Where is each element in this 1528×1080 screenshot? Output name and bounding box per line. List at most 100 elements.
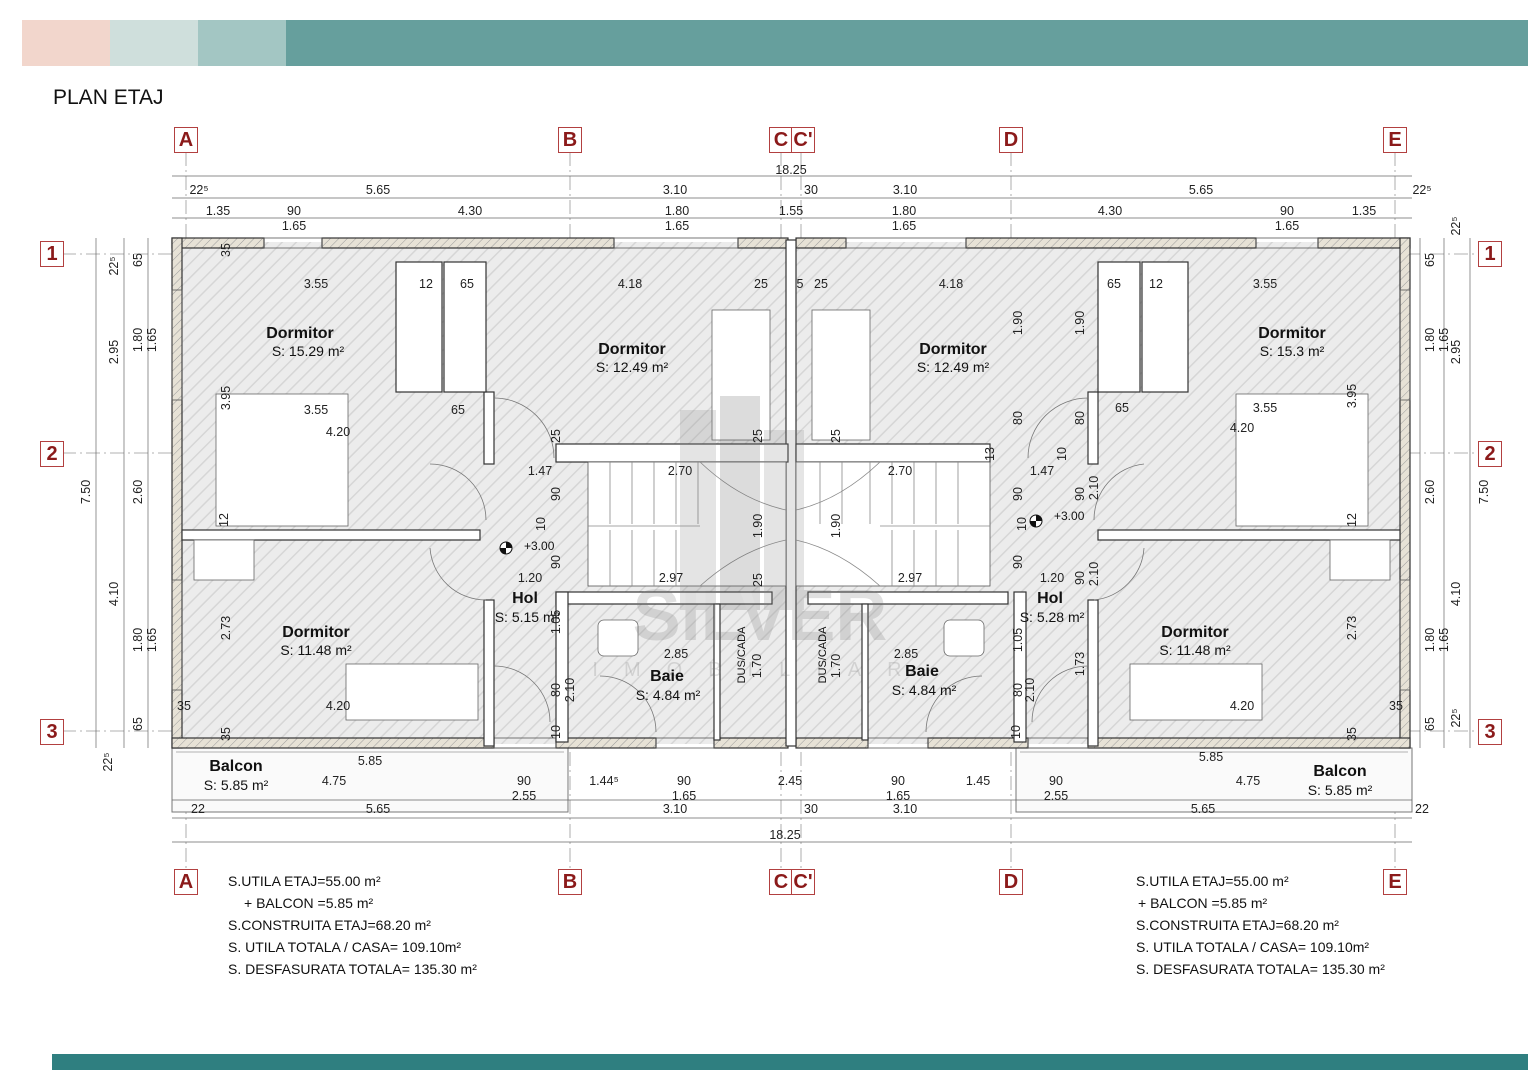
dim: 35 <box>177 699 191 713</box>
dim: 25 <box>751 573 765 587</box>
summary-line: S.UTILA ETAJ=55.00 m² <box>1136 873 1289 889</box>
dim: 4.30 <box>1098 204 1122 218</box>
dim: 80 <box>1073 411 1087 425</box>
dimension-lines <box>95 175 1471 843</box>
dim: 1.90 <box>1073 311 1087 335</box>
grid-axis-c-prime-bottom: C' <box>791 869 815 895</box>
dim: 65 <box>1115 401 1129 415</box>
dim: 10 <box>549 725 563 739</box>
room-name: Dormitor <box>598 341 666 358</box>
dim: 25 <box>754 277 768 291</box>
dim: 5.65 <box>1191 802 1215 816</box>
dim: 65 <box>460 277 474 291</box>
dim: 90 <box>1073 487 1087 501</box>
dim: 35 <box>219 243 233 257</box>
dim: 90 <box>1011 555 1025 569</box>
dim: 7.50 <box>1477 480 1491 504</box>
dim: 3.95 <box>1345 384 1359 408</box>
dim: 1.70 <box>750 654 764 678</box>
dim: 22⁵ <box>1449 708 1463 727</box>
dim: 4.10 <box>1449 582 1463 606</box>
dim: 1.05 <box>1011 628 1025 652</box>
dim: 25 <box>549 429 563 443</box>
dim: 65 <box>1423 253 1437 267</box>
summary-line: S. DESFASURATA TOTALA= 135.30 m² <box>228 961 477 977</box>
dim: 1.70 <box>829 654 843 678</box>
dim: 2.95 <box>1449 340 1463 364</box>
level-right: +3.00 <box>1054 509 1085 523</box>
dim: 1.20 <box>518 571 542 585</box>
dim: 2.85 <box>664 647 688 661</box>
dim: 10 <box>1015 517 1029 531</box>
dim: 2.10 <box>563 678 577 702</box>
dim: 4.18 <box>618 277 642 291</box>
dim: 5 <box>797 277 804 291</box>
dim: 25 <box>829 429 843 443</box>
dim: 1.47 <box>1030 464 1054 478</box>
dim: 1.80 <box>1423 328 1437 352</box>
room-name: Balcon <box>209 758 262 775</box>
grid-axis-c-bottom: C <box>769 869 793 895</box>
dim: 90 <box>1073 571 1087 585</box>
watermark-tagline: IMOBILIAR <box>592 659 927 681</box>
dim: 65 <box>131 717 145 731</box>
grid-axis-1-right: 1 <box>1478 241 1502 267</box>
shower-label: DUS/CADA <box>736 626 748 684</box>
top-bar-segment-4 <box>286 20 1528 66</box>
room-area: S: 12.49 m² <box>917 359 990 375</box>
dim: 1.80 <box>665 204 689 218</box>
dim: 1.45 <box>966 774 990 788</box>
dim: 2.10 <box>1023 678 1037 702</box>
room-area: S: 4.84 m² <box>892 682 957 698</box>
area-summary-right: S.UTILA ETAJ=55.00 m² + BALCON =5.85 m² … <box>1136 870 1385 980</box>
dim: 90 <box>1280 204 1294 218</box>
dim: 1.55 <box>779 204 803 218</box>
dim: 1.80 <box>892 204 916 218</box>
room-name: Dormitor <box>1258 325 1326 342</box>
dim: 3.10 <box>663 802 687 816</box>
dim: 1.65 <box>1437 628 1451 652</box>
dim: 3.55 <box>1253 277 1277 291</box>
dim: 1.90 <box>1011 311 1025 335</box>
grid-axis-c-prime-top: C' <box>791 127 815 153</box>
dim: 25 <box>751 429 765 443</box>
dim: 3.10 <box>893 183 917 197</box>
dim: 1.90 <box>829 514 843 538</box>
dim: 1.80 <box>1423 628 1437 652</box>
dim: 90 <box>549 555 563 569</box>
summary-line: S.CONSTRUITA ETAJ=68.20 m² <box>1136 917 1339 933</box>
dim-total-bottom: 18.25 <box>769 828 800 842</box>
dim: 5.85 <box>1199 750 1223 764</box>
page-title: PLAN ETAJ <box>53 86 164 109</box>
dim: 7.50 <box>79 480 93 504</box>
grid-axis-d-bottom: D <box>999 869 1023 895</box>
grid-axis-c-top: C <box>769 127 793 153</box>
dim: 90 <box>549 487 563 501</box>
room-area: S: 15.3 m² <box>1260 343 1325 359</box>
dim: 13 <box>983 447 997 461</box>
dim: 1.73 <box>1073 652 1087 676</box>
dim: 4.30 <box>458 204 482 218</box>
dim: 1.20 <box>1040 571 1064 585</box>
top-color-bar <box>22 20 1528 66</box>
dim: 2.73 <box>1345 616 1359 640</box>
shower-label: DUS/CADA <box>817 626 829 684</box>
dim: 5.65 <box>366 802 390 816</box>
dim: 2.95 <box>107 340 121 364</box>
dim: 10 <box>1055 447 1069 461</box>
dim: 1.47 <box>528 464 552 478</box>
dim: 1.65 <box>672 789 696 803</box>
grid-axis-e-top: E <box>1383 127 1407 153</box>
dim: 1.65 <box>665 219 689 233</box>
dim: 10 <box>534 517 548 531</box>
dim: 65 <box>1423 717 1437 731</box>
summary-line: S. UTILA TOTALA / CASA= 109.10m² <box>1136 939 1370 955</box>
grid-axis-2-right: 2 <box>1478 441 1502 467</box>
dim: 2.97 <box>659 571 683 585</box>
dim-total-top: 18.25 <box>775 163 806 177</box>
dim: 22 <box>1415 802 1429 816</box>
room-area: S: 5.85 m² <box>204 777 269 793</box>
dim: 12 <box>217 513 231 527</box>
dimension-texts: 18.25 22⁵ 5.65 3.10 30 3.10 5.65 22⁵ 1.3… <box>79 163 1491 842</box>
room-area: S: 4.84 m² <box>636 687 701 703</box>
